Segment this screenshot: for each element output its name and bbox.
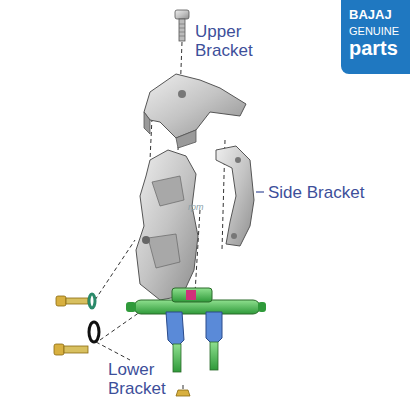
bolt — [54, 322, 99, 355]
leader-line — [256, 191, 264, 192]
logo-text: GENUINE — [349, 25, 404, 37]
nut — [176, 390, 190, 396]
bolt — [56, 294, 95, 308]
part-label: Upper Bracket — [195, 22, 267, 60]
side-bracket — [216, 146, 254, 246]
upper-bracket-flange — [144, 112, 196, 148]
bracket-recess — [148, 176, 184, 268]
logo-text: parts — [349, 37, 404, 59]
upper-bracket — [144, 74, 246, 138]
part-label: Lower Bracket — [108, 360, 180, 398]
logo-text: BAJAJ — [349, 8, 404, 22]
screw — [175, 10, 189, 41]
bolt-hole — [235, 157, 241, 163]
bolt-hole — [231, 233, 237, 239]
lower-bracket — [126, 288, 266, 372]
main-bracket — [136, 150, 198, 300]
part-label: Side Bracket — [268, 183, 378, 202]
bolt-hole — [178, 90, 186, 98]
bolt-hole — [142, 236, 150, 244]
logo-badge: BAJAJ GENUINEparts — [341, 0, 410, 74]
watermark: rpm — [188, 202, 218, 212]
